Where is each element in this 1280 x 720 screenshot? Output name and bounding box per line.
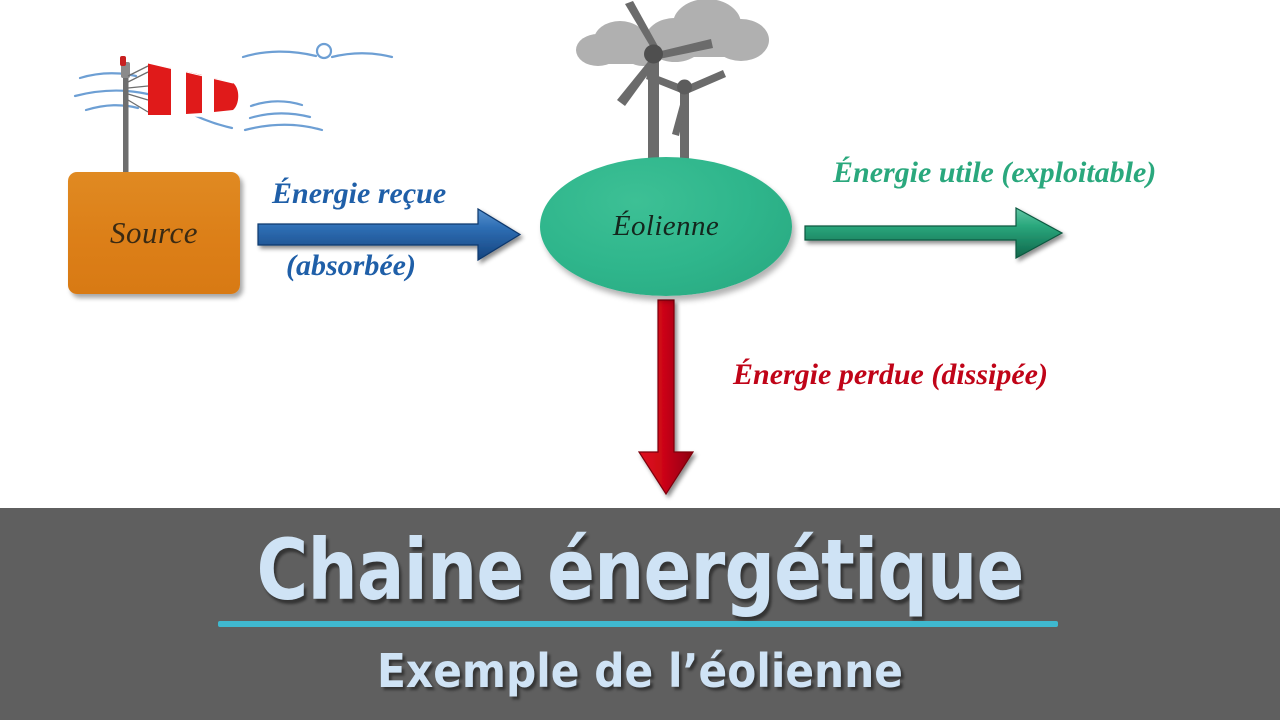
converter-block-label: Éolienne <box>612 210 720 242</box>
title-band: Chaine énergétique <box>0 508 1280 720</box>
label-energie-perdue: Énergie perdue (dissipée) <box>733 358 1048 391</box>
label-energie-recue-line1: Énergie reçue <box>272 177 447 210</box>
label-energie-recue-line2: (absorbée) <box>286 249 416 282</box>
label-energie-utile: Énergie utile (exploitable) <box>833 156 1157 189</box>
arrow-energie-utile <box>804 206 1064 260</box>
energy-chain-diagram: Source Éolienne Énergie reçue (absorbée)… <box>68 0 1157 496</box>
wind-turbine-icon <box>617 1 726 181</box>
diagram-artwork <box>73 0 1064 496</box>
page-title: Chaine énergétique <box>256 521 1025 619</box>
title-underline <box>218 621 1058 627</box>
windsock-icon <box>73 42 394 178</box>
source-block-label: Source <box>110 215 198 250</box>
page-subtitle: Exemple de l’éolienne <box>376 644 904 698</box>
converter-block-eolienne[interactable]: Éolienne <box>540 157 792 296</box>
arrow-energie-perdue <box>637 299 695 496</box>
arrow-energie-recue <box>257 207 522 262</box>
source-block[interactable]: Source <box>68 172 240 294</box>
